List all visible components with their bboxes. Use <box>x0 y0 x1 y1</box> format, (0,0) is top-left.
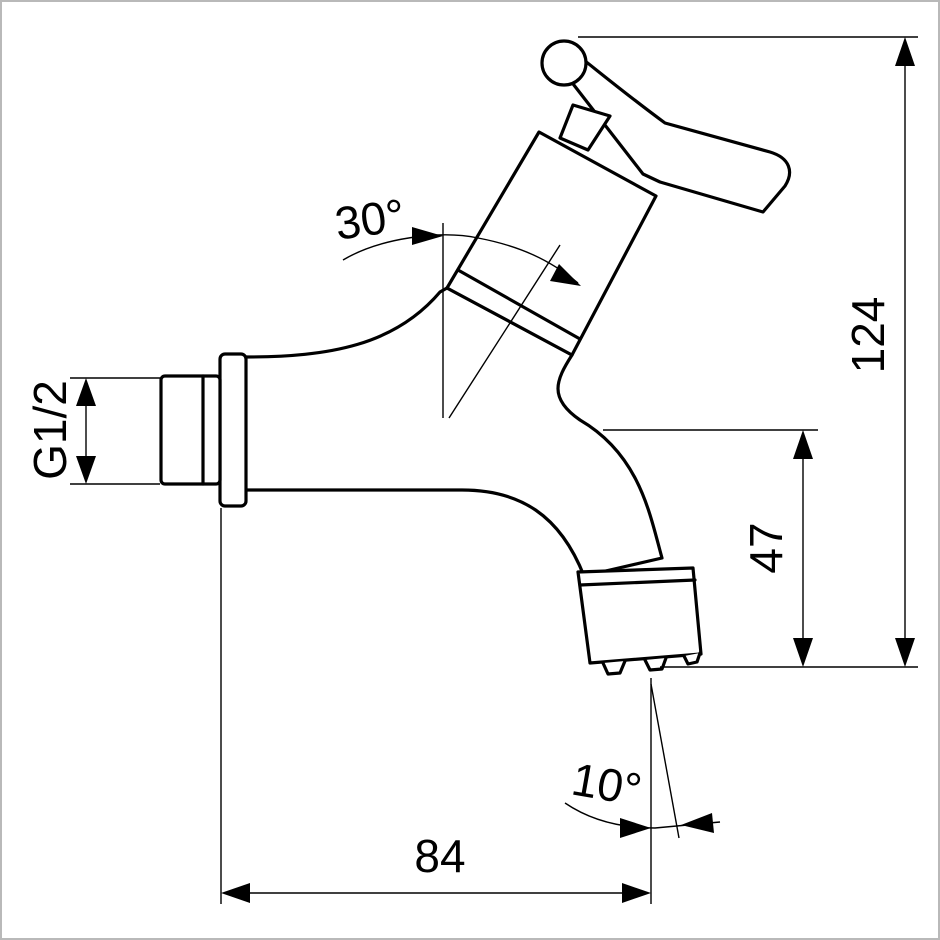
dim-label-thread: G1/2 <box>24 380 76 480</box>
valve-bonnet <box>445 130 658 357</box>
dimension-lines <box>70 36 918 904</box>
arrow-84-right <box>622 883 651 903</box>
handle-cap <box>540 39 588 87</box>
arrow-84-left <box>221 883 250 903</box>
arrow-30-left <box>412 227 443 245</box>
arrow-10-left <box>620 818 651 838</box>
inlet-flange <box>218 352 248 508</box>
thread-inlet <box>159 374 222 486</box>
arrow-47-bottom <box>793 638 813 667</box>
tap-body <box>159 39 792 676</box>
outlet-axis <box>650 683 680 839</box>
arrow-124-top <box>895 37 915 66</box>
arrow-10-right <box>681 813 714 833</box>
dim-label-124: 124 <box>842 297 894 374</box>
angle-ref-axis <box>448 244 561 419</box>
arrow-thread-bottom <box>76 456 96 484</box>
arrow-thread-top <box>76 378 96 406</box>
handle-stem <box>558 103 612 152</box>
bonnet-band <box>456 268 582 341</box>
arc-10 <box>564 802 721 829</box>
dim-label-84: 84 <box>414 830 465 882</box>
arc-30 <box>342 234 579 284</box>
dim-label-30: 30° <box>332 189 408 250</box>
arrowheads <box>76 37 915 903</box>
handle-lever <box>561 42 792 214</box>
arrow-124-bottom <box>895 638 915 667</box>
dim-label-10: 10° <box>568 753 646 816</box>
arrow-30-right <box>550 264 581 286</box>
aerator-band <box>578 578 697 587</box>
arrow-47-top <box>793 430 813 459</box>
aerator-teeth <box>601 651 702 676</box>
dim-label-47: 47 <box>740 522 792 573</box>
tap-main-body <box>243 286 664 578</box>
